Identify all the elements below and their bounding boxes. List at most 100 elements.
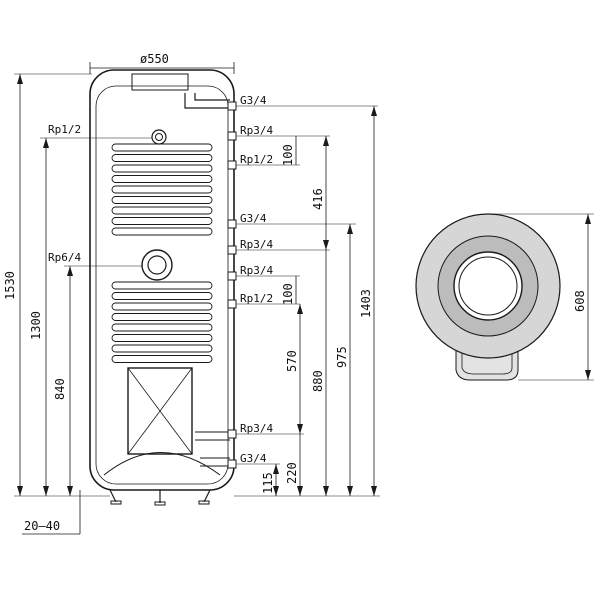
side-view-core <box>458 256 518 316</box>
dim-arrow <box>371 486 377 496</box>
conn-r1-label: G3/4 <box>240 94 267 107</box>
top-diameter-label: ø550 <box>140 52 169 66</box>
coil-turn <box>111 175 213 183</box>
dim-arrow <box>323 486 329 496</box>
dim-975-label: 975 <box>335 346 349 368</box>
conn-r9-label: G3/4 <box>240 452 267 465</box>
dim-arrow <box>323 240 329 250</box>
coil-turn <box>111 154 213 162</box>
lower-inspection-box <box>127 367 193 455</box>
coil-turn <box>111 292 213 300</box>
dim-220-label: 220 <box>285 462 299 484</box>
foot-pad <box>154 501 166 506</box>
side-view-inner-circle <box>453 251 523 321</box>
mid-flange-inner <box>147 255 167 275</box>
dim-arrow <box>43 486 49 496</box>
upper-pipe-stub <box>184 93 230 109</box>
conn-r4-label: G3/4 <box>240 212 267 225</box>
coil-turn <box>111 302 213 311</box>
mid-flange <box>141 249 173 281</box>
feet <box>109 489 211 506</box>
conn-left-mid-label: Rp6/4 <box>48 251 81 264</box>
dim-1530-label: 1530 <box>3 271 17 300</box>
dim-arrow <box>67 266 73 276</box>
top-diameter-dimension: ø550 <box>89 52 235 74</box>
dim-608-label: 608 <box>573 290 587 312</box>
vertical-dim-lines <box>273 106 377 496</box>
connection-stub <box>227 101 237 111</box>
foot-pad <box>110 500 122 505</box>
dim-570-label: 570 <box>285 350 299 372</box>
connection-stub <box>227 131 237 141</box>
lower-box-diag-2 <box>127 367 193 455</box>
connection-stub <box>227 271 237 281</box>
coil-turn <box>111 355 213 363</box>
connection-stub <box>227 245 237 255</box>
dim-840-label: 840 <box>53 378 67 400</box>
dim-416-label: 416 <box>311 188 325 210</box>
tank-side-view: 608 <box>415 213 594 381</box>
coil-turn <box>111 217 213 225</box>
coil-turn <box>111 196 213 204</box>
dim-arrow <box>67 486 73 496</box>
coil-turn <box>111 313 213 321</box>
conn-r6-label: Rp3/4 <box>240 264 273 277</box>
left-dimensions: 1530 1300 840 20–40 Rp1/2 Rp6/4 <box>3 73 152 535</box>
dim-115-label: 115 <box>261 472 275 494</box>
conn-r5-label: Rp3/4 <box>240 238 273 251</box>
dim-100-upper-label: 100 <box>281 144 295 166</box>
coil-turn <box>111 344 213 353</box>
coil-turn <box>111 334 213 342</box>
top-cap <box>131 73 189 91</box>
connection-stub <box>227 299 237 309</box>
dim-arrow <box>297 486 303 496</box>
foot-line <box>203 489 211 503</box>
dim-1300-label: 1300 <box>29 311 43 340</box>
dim-arrow <box>43 138 49 148</box>
dim-1403-label: 1403 <box>359 289 373 318</box>
dim-arrow <box>585 370 591 380</box>
right-annotations: G3/4 Rp3/4 Rp1/2 G3/4 Rp3/4 Rp3/4 Rp1/2 … <box>234 94 380 497</box>
extension-lines <box>234 105 380 497</box>
dim-arrow <box>273 486 279 496</box>
connection-stub <box>227 160 237 170</box>
dim-arrow <box>585 214 591 224</box>
dim-880-label: 880 <box>311 370 325 392</box>
conn-left-upper-label: Rp1/2 <box>48 123 81 136</box>
dim-arrow <box>347 224 353 234</box>
coil-turn <box>111 185 213 194</box>
coil-turn <box>111 164 213 173</box>
connection-stub <box>227 429 237 439</box>
coil-turn <box>111 323 213 332</box>
conn-r3-label: Rp1/2 <box>240 153 273 166</box>
coil-turn <box>111 143 213 152</box>
tank-inner-wall <box>95 85 229 485</box>
tank-front-view <box>89 69 237 506</box>
conn-r2-label: Rp3/4 <box>240 124 273 137</box>
foot-pad <box>198 500 210 505</box>
dim-arrow <box>323 136 329 146</box>
dim-100-lower-label: 100 <box>281 283 295 305</box>
bottom-dome <box>103 452 221 476</box>
dim-arrow <box>297 304 303 314</box>
tank-outline <box>89 69 235 491</box>
side-view-bracket-inner <box>461 352 513 375</box>
coil-turn <box>111 281 213 290</box>
connection-stub <box>227 219 237 229</box>
upper-port <box>151 129 167 145</box>
coil-turn <box>111 206 213 215</box>
feet-dim-label: 20–40 <box>24 519 60 533</box>
dim-arrow <box>17 74 23 84</box>
upper-port-inner <box>155 133 163 141</box>
dim-arrow <box>273 464 279 474</box>
lower-pipe-stub <box>195 431 230 467</box>
dim-arrow <box>17 486 23 496</box>
connection-stub <box>227 459 237 469</box>
dim-arrow <box>297 424 303 434</box>
dim-arrow <box>371 106 377 116</box>
lower-heating-coil <box>111 281 213 363</box>
conn-r8-label: Rp3/4 <box>240 422 273 435</box>
dim-arrow <box>347 486 353 496</box>
